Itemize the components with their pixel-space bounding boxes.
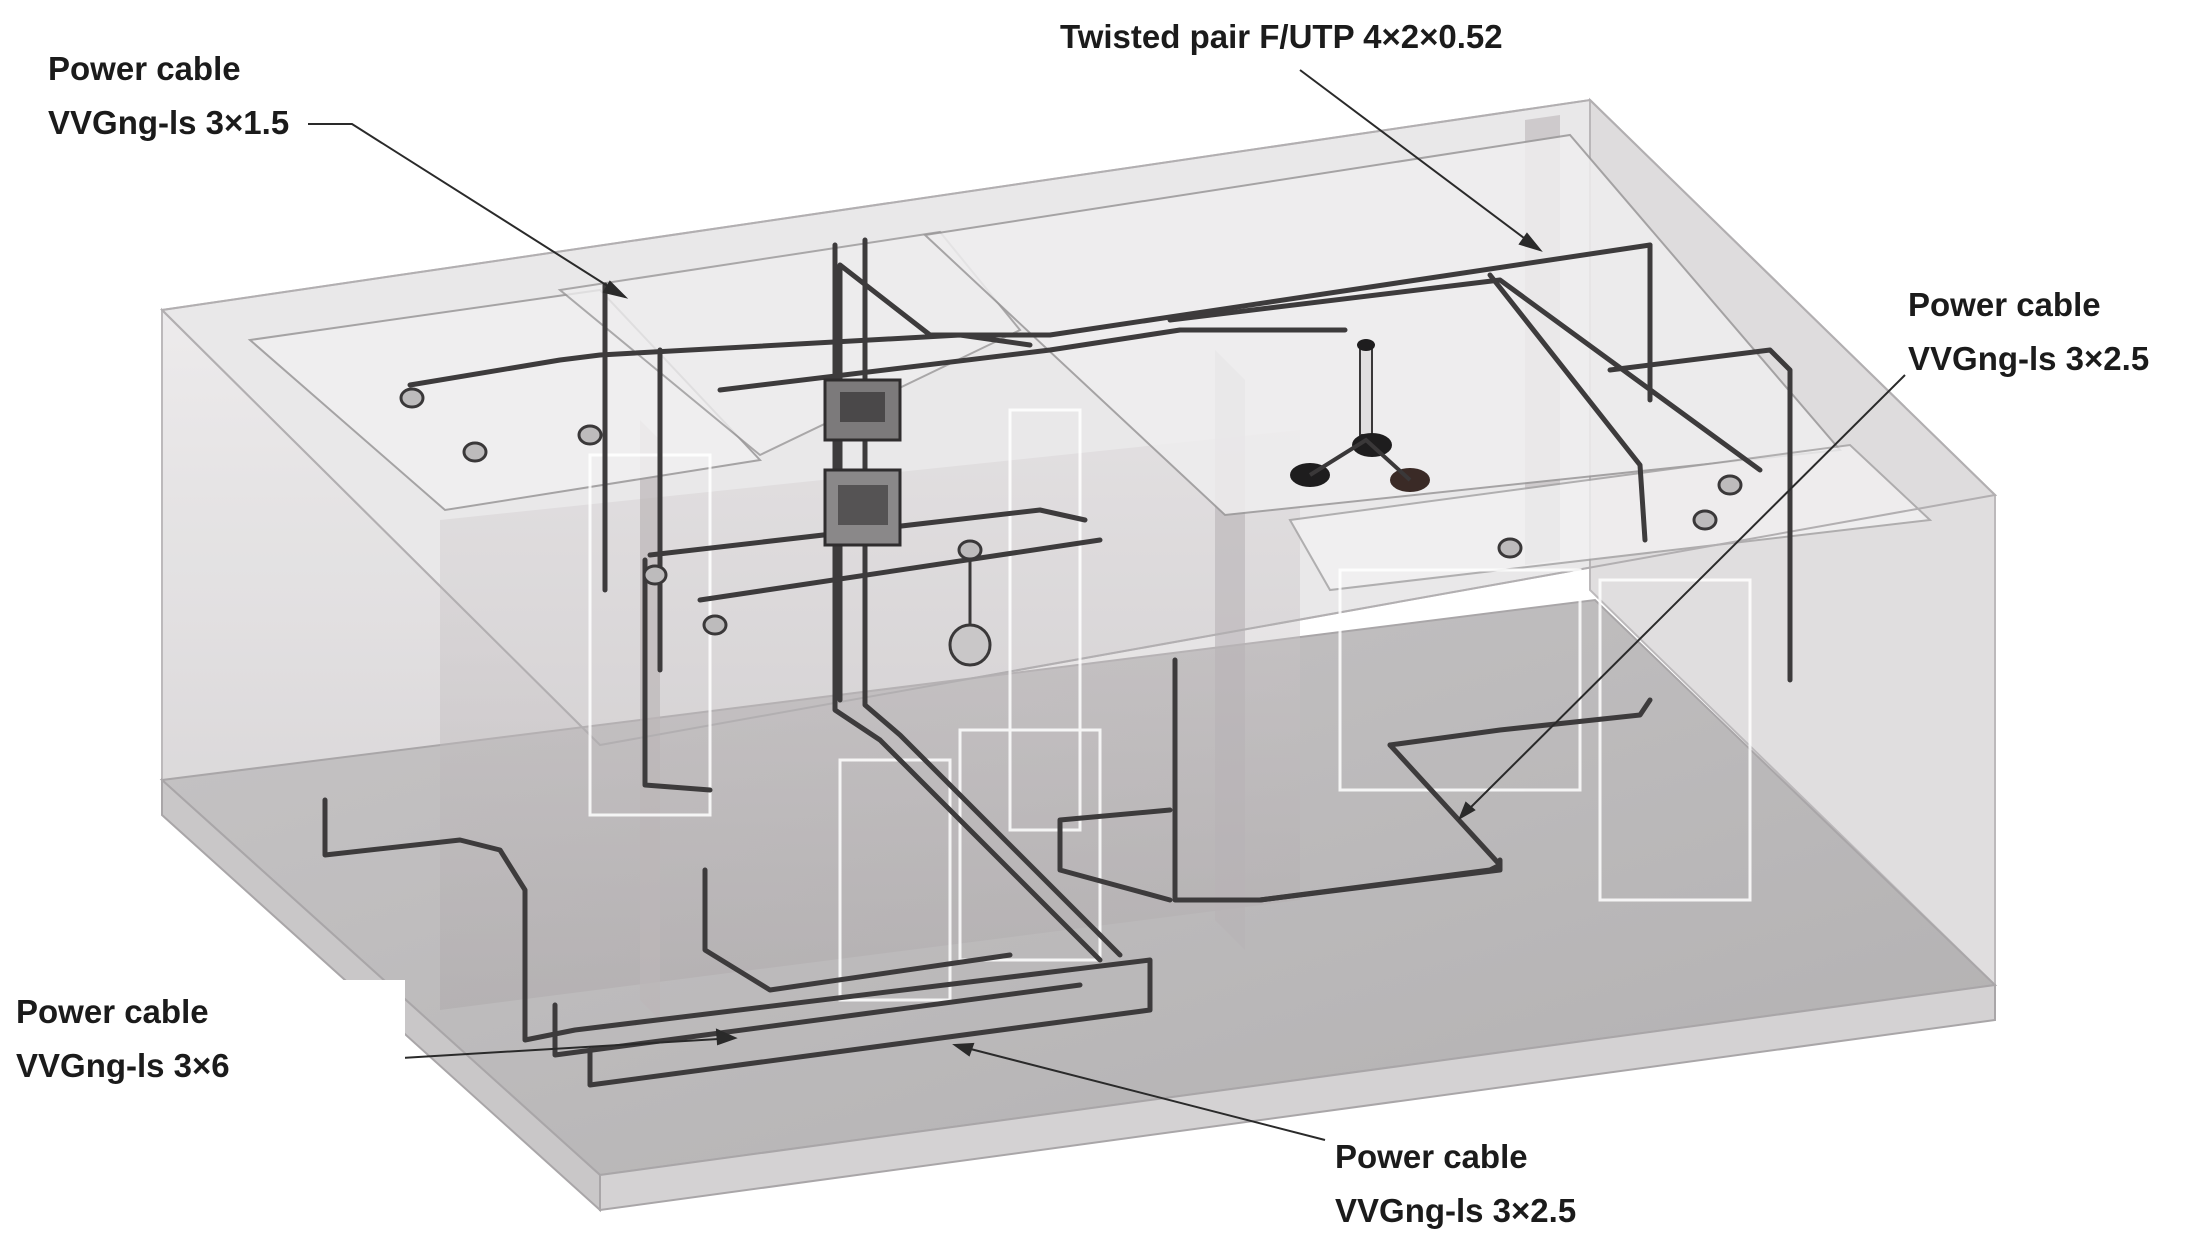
lamp-3 (577, 424, 603, 446)
label-twisted-pair: Twisted pair F/UTP 4×2×0.52 (1060, 18, 1503, 55)
window-6 (1008, 408, 1082, 832)
window-1 (588, 453, 712, 817)
floor-run-left-2 (552, 982, 1083, 1058)
arrow-power-3x2.5-bottom (952, 1042, 975, 1057)
dist-run-2 (697, 537, 1103, 603)
lamp-9 (957, 539, 983, 561)
leader-twisted-pair (1299, 69, 1541, 251)
arrow-power-3x2.5-right (1458, 801, 1476, 821)
label-line-2: VVGng-ls 3×1.5 (48, 104, 290, 141)
ceiling-run-right (1167, 277, 1763, 473)
light-fixtures (399, 387, 1743, 667)
leader-power-3x2.5-bottom (954, 1044, 1326, 1141)
window-4 (1338, 568, 1582, 792)
ceiling-room-4 (1288, 443, 1933, 592)
floor-run-right-3 (1387, 697, 1653, 748)
lamp-1 (399, 387, 425, 409)
chandelier (1290, 339, 1430, 492)
slab-right (599, 983, 1996, 1212)
top-edge-outline (161, 98, 1998, 747)
leader-lines (284, 69, 1906, 1141)
ceiling-run-right-2 (1607, 347, 1793, 683)
label-line-1: Power cable (1908, 286, 2101, 323)
left-drop-3 (642, 557, 713, 793)
leader-power-3x2.5-right (1459, 374, 1906, 819)
label-line-1: Power cable (1335, 1138, 1528, 1175)
distribution-panels (823, 378, 902, 547)
label-backdrop (0, 980, 405, 1090)
arrow-power-3x6 (715, 1028, 738, 1046)
label-line-2: VVGng-ls 3×2.5 (1908, 340, 2150, 377)
lamp-8 (1717, 474, 1743, 496)
panel-lower-screen (838, 485, 888, 525)
ceiling-run-mid (717, 327, 1348, 393)
arrow-twisted-pair (1518, 232, 1543, 252)
window-5 (1598, 578, 1752, 902)
lamp-4 (642, 564, 668, 586)
label-line-1: Power cable (48, 50, 241, 87)
arrow-power-3x1.5 (602, 280, 629, 299)
dist-run-1 (647, 507, 1088, 558)
leader-power-3x1.5 (308, 123, 626, 298)
chandelier-stem (1359, 344, 1373, 436)
floor-run-left-3 (702, 867, 1013, 993)
chandelier-cap (1357, 339, 1375, 351)
label-line-2: VVGng-ls 3×6 (16, 1047, 230, 1084)
lamp-2 (462, 441, 488, 463)
window-2 (838, 758, 952, 1002)
floor-run-right-2 (1257, 742, 1503, 903)
windows (588, 408, 1752, 1002)
ceiling-run-right-3 (1487, 272, 1648, 543)
lamp-7 (1692, 509, 1718, 531)
ceiling-run-left (407, 332, 1033, 388)
label-line-1: Power cable (16, 993, 209, 1030)
lamp-6 (1497, 537, 1523, 559)
window-3 (958, 728, 1102, 962)
label-line-2: VVGng-ls 3×2.5 (1335, 1192, 1577, 1229)
panel-upper-screen (840, 392, 885, 422)
pendant-globe (948, 623, 992, 667)
lamp-5 (702, 614, 728, 636)
floor-run-left (322, 797, 1153, 1088)
floor-run-right-4 (1057, 807, 1173, 903)
chandelier-arms (1308, 437, 1412, 482)
